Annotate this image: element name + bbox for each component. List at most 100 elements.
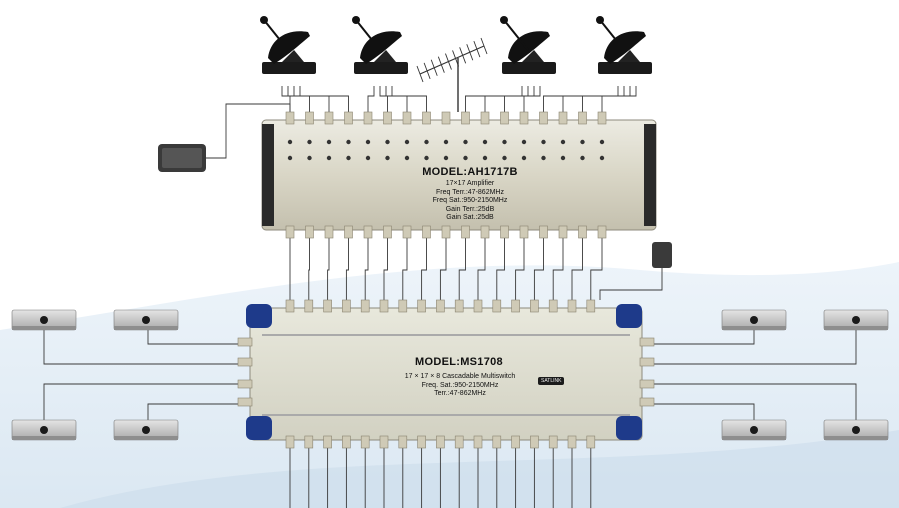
amplifier-spec-block: 17×17 Amplifier Freq Terr.:47-862MHz Fre… [405,180,535,223]
amplifier-led [560,155,566,161]
multiswitch-out-port-right [639,379,655,389]
amplifier-input-port [383,111,392,125]
amplifier-led [502,155,507,161]
dish-arm [503,19,529,51]
amplifier-input-port [500,111,509,125]
coax-cable [465,86,523,112]
dish-mount [618,50,640,62]
antenna-boom [419,45,485,75]
multiswitch-input-port [473,299,483,313]
multiswitch-input-port [511,299,520,313]
dish-base [354,62,408,74]
amplifier-spec-line: Freq Sat.:950-2150MHz [432,197,508,204]
receiver-base [824,326,888,330]
antenna-element [416,65,424,83]
multiswitch-input-port [530,299,539,313]
multiswitch-unit [237,299,655,449]
antenna-element [423,62,431,80]
coax-cable [391,86,427,112]
antenna-element [437,56,445,73]
amplifier-output-port [402,225,412,239]
amplifier-input-port [363,111,373,125]
multiswitch-input-port [379,299,389,313]
receiver [113,309,179,331]
receiver-base [114,436,178,440]
multiswitch-spec-line: 17 × 17 × 8 Cascadable Multiswitch [404,373,516,380]
brand-badge: SATLINK [538,377,565,385]
multiswitch-input-port [360,299,370,313]
amplifier-output-port [500,225,509,239]
multiswitch-spec-block: 17 × 17 × 8 Cascadable Multiswitch Freq.… [390,373,530,399]
multiswitch-through-port [530,435,539,449]
yagi-antenna [416,37,488,112]
multiswitch-through-port [473,435,483,449]
coax-cable [523,86,541,112]
dish-mount [374,50,396,62]
amplifier-input-port [578,111,587,125]
coax-cable [43,330,238,365]
multiswitch-through-port [379,435,389,449]
multiswitch-input-port [285,299,295,313]
multiswitch-input-port [567,299,577,313]
multiswitch-input-port [436,299,445,313]
coax-cable [599,268,663,300]
multiswitch-divider [262,414,630,416]
receiver [823,309,889,331]
amplifier-spec-line: Freq Terr.:47-862MHz [436,188,504,196]
amplifier-output-port [461,225,470,239]
receiver-base [12,436,76,440]
amplifier-led [560,139,566,145]
lnb [596,16,604,24]
amplifier-led [326,155,332,161]
multiswitch-through-port [436,435,445,449]
coax-cable [439,238,447,300]
coax-cable [293,86,330,112]
coax-cable [402,238,408,300]
amplifier-led [307,139,312,145]
amplifier-input-port [461,111,470,125]
antenna-element [480,37,488,55]
satellite-dish [500,16,556,74]
multiswitch-corner-cap [616,416,642,440]
multiswitch-corner-cap [246,416,272,440]
multiswitch-through-port [454,435,464,449]
coax-cable [543,86,619,112]
receiver-button [852,426,860,434]
multiswitch-out-port-right [639,357,655,367]
amplifier-led [580,155,585,161]
coax-cable [345,238,349,300]
coax-cable [590,238,603,300]
coax-cable [654,330,857,365]
amplifier-led [404,139,410,145]
multiswitch-through-port [417,435,426,449]
amplifier-bracket-left [262,124,274,226]
amplifier-led [443,155,449,161]
coax-cable [43,383,238,420]
amplifier-output-port [539,225,548,239]
coax-cable [367,86,375,112]
coax-cable [147,403,238,420]
amplifier-led [385,155,390,161]
amplifier-input-port [597,111,607,125]
amplifier-unit [261,111,657,239]
coax-cable [533,238,544,300]
coax-cable [379,86,388,112]
dish-base [502,62,556,74]
amplifier-output-port [480,225,490,239]
cables [43,58,857,508]
amplifier-input-port [480,111,490,125]
antenna-element [452,50,459,67]
coax-cable [385,86,408,112]
coax-cable [571,238,583,300]
dish-mount [282,50,304,62]
amplifier-input-port [519,111,529,125]
dish-base [262,62,316,74]
coax-cable [515,238,525,300]
receiver-base [722,436,786,440]
amplifier-spec-line: Gain Terr.:25dB [445,205,495,213]
multiswitch-out-port-right [639,397,655,407]
lnb [352,16,360,24]
coax-cable [562,86,625,112]
dish-base [598,62,652,74]
